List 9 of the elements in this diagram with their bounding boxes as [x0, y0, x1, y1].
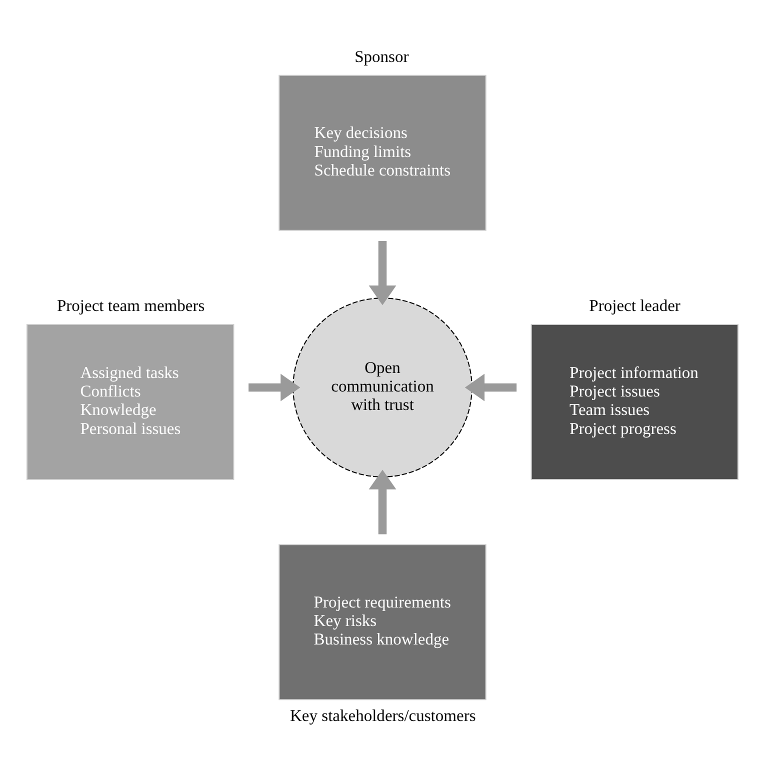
arrow — [464, 373, 517, 401]
arrow — [368, 240, 396, 305]
arrow — [368, 469, 396, 534]
node-circle: Open communication with trust — [292, 297, 472, 477]
node-label: Project leader — [589, 295, 680, 314]
node-label: Sponsor — [354, 46, 409, 66]
node-label: Project team members — [56, 295, 205, 314]
node-label: Key stakeholders/customers — [290, 706, 476, 725]
arrow — [248, 373, 300, 401]
